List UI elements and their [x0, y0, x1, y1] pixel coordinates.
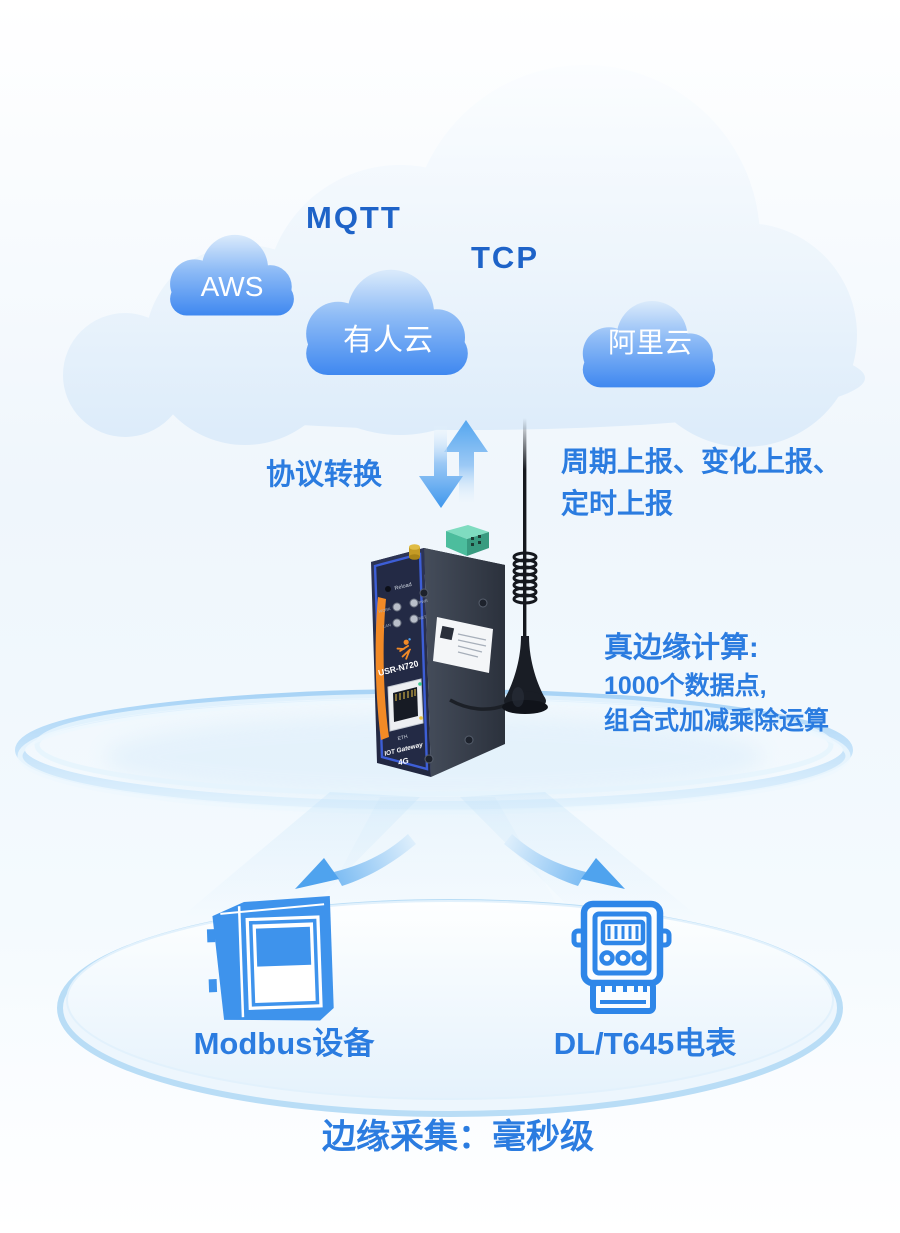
up-down-arrow-icon: [419, 420, 488, 508]
ali-cloud-label: 阿里云: [608, 327, 692, 358]
down-right-arrow-icon: [504, 834, 625, 889]
led-label-net: NET: [418, 614, 428, 621]
reload-hole: [385, 586, 391, 592]
led-label-lan: LAN: [382, 622, 391, 629]
led-label-work: WORK: [378, 606, 392, 614]
bottom-platform: [57, 899, 843, 1117]
reload-label: Reload: [394, 582, 412, 592]
orange-stripe: [375, 597, 389, 740]
down-left-arrow-icon: [295, 834, 416, 889]
gateway-device: Reload WORK PWR LAN NET USR-N720 E: [371, 525, 505, 777]
power-meter-icon: [571, 900, 672, 1014]
screws: [419, 588, 488, 764]
badge-4g-label: 4G: [396, 756, 410, 768]
edge-compute-title: 真边缘计算:: [604, 630, 759, 664]
edge-collection-caption: 边缘采集：毫秒级: [322, 1118, 594, 1156]
tcp-label: TCP: [471, 240, 539, 275]
led-indicators: WORK PWR LAN NET: [378, 598, 428, 629]
protocol-conversion-label: 协议转换: [266, 458, 383, 491]
meter-device-label: DL/T645电表: [554, 1026, 737, 1061]
modbus-device-icon: [206, 896, 334, 1021]
led-label-pwr: PWR: [418, 598, 428, 605]
edge-compute-line1: 1000个数据点,: [604, 672, 767, 700]
terminal-block-icon: [446, 525, 489, 556]
mqtt-label: MQTT: [306, 200, 402, 235]
ethernet-port-icon: [387, 678, 424, 732]
modbus-device-label: Modbus设备: [194, 1026, 376, 1061]
antenna-icon: [449, 418, 548, 714]
sma-connector-icon: [409, 544, 420, 560]
aws-cloud-label: AWS: [201, 271, 264, 302]
report-modes-line1: 周期上报、变化上报、: [561, 445, 841, 477]
side-label-sticker: [433, 617, 493, 673]
edge-compute-line2: 组合式加减乘除运算: [604, 706, 829, 735]
usr-logo-icon: [396, 638, 411, 660]
light-beams: [180, 792, 700, 918]
usr-cloud-label: 有人云: [343, 324, 433, 357]
eth-label: ETH: [397, 734, 409, 742]
report-modes-line2: 定时上报: [561, 487, 673, 519]
